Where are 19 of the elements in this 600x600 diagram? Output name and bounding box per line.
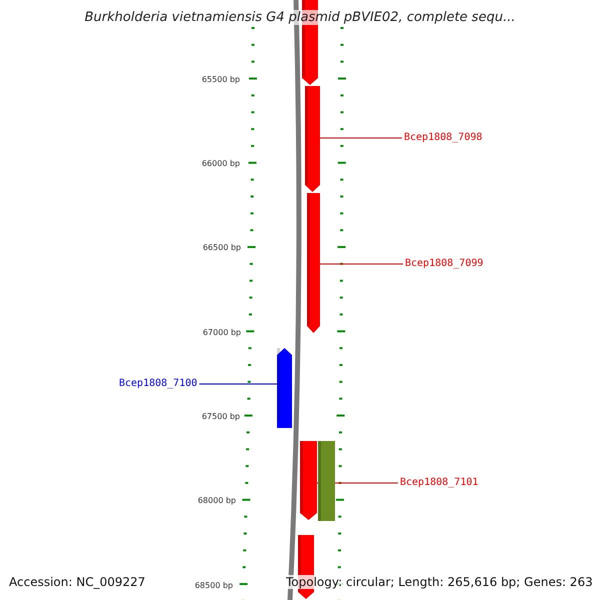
gene-label: Bcep1808_7099	[405, 258, 484, 270]
gene-label: Bcep1808_7098	[404, 132, 482, 144]
gene-block	[277, 348, 292, 428]
tick-label: 68500 bp	[194, 581, 233, 590]
title: Burkholderia vietnamiensis G4 plasmid pBVIE02, complete sequ...	[84, 10, 516, 25]
tick-label: 67500 bp	[202, 412, 240, 421]
footer-info: Topology: circular; Length: 265,616 bp; Genes: 263	[286, 575, 593, 589]
tick-label: 67000 bp	[202, 328, 241, 337]
gene-bar	[318, 441, 335, 521]
footer-info: Accession: NC_009227	[9, 575, 146, 589]
gene-block	[305, 86, 320, 192]
tick-label: 66000 bp	[202, 159, 240, 168]
gene-block	[307, 193, 320, 333]
gene-label: Bcep1808_7101	[400, 477, 478, 489]
tick-label: 68000 bp	[198, 496, 236, 505]
tick-label: 65500 bp	[202, 75, 240, 84]
tick-label: 66500 bp	[202, 243, 241, 252]
gene-block	[300, 441, 317, 520]
gene-label: Bcep1808_7100	[119, 378, 198, 390]
